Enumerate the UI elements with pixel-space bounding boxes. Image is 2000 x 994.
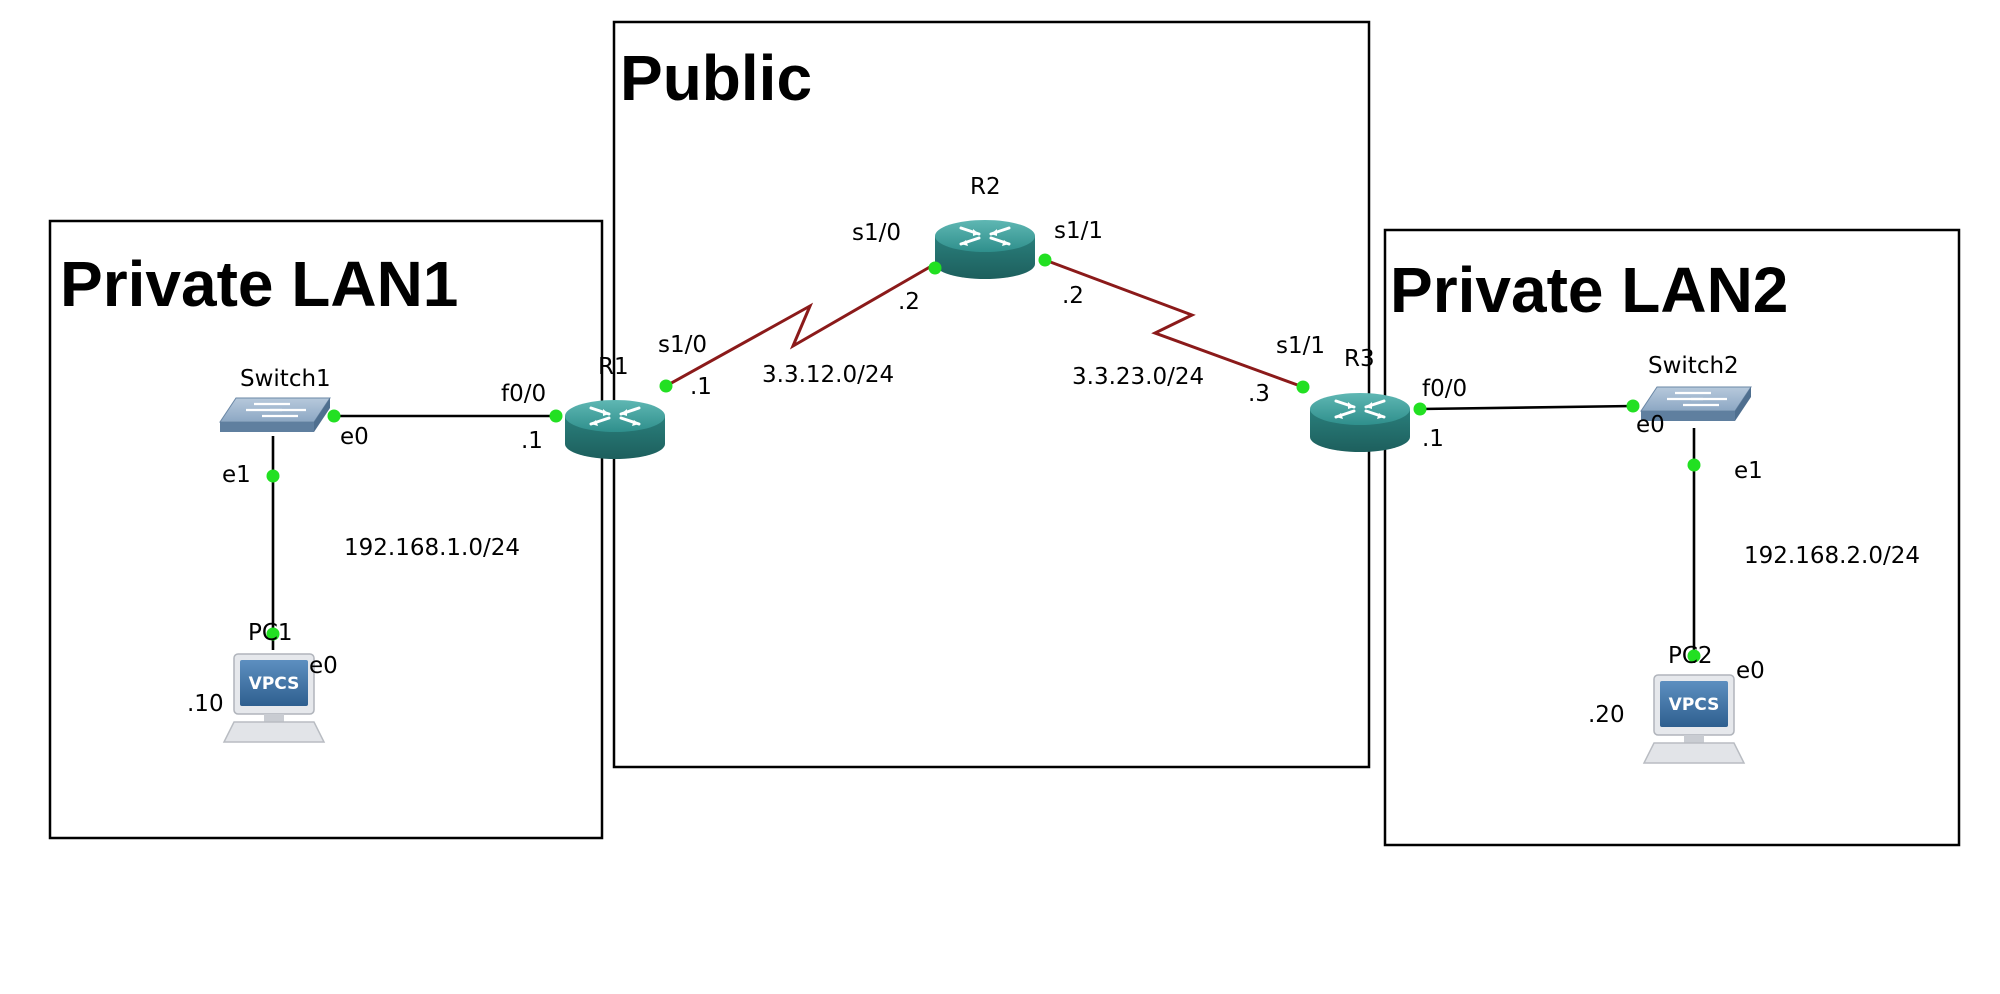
router-r3-icon[interactable] — [1308, 391, 1412, 454]
port-led-r2-s10 — [928, 261, 942, 275]
iface-sw2-e1: e1 — [1734, 458, 1763, 484]
link-r3-switch2[interactable] — [1419, 404, 1634, 411]
port-led-sw1-e0 — [327, 409, 341, 423]
label-pc1: PC1 — [248, 620, 293, 646]
addr-r2-s11: .2 — [1062, 283, 1084, 309]
label-switch1: Switch1 — [240, 366, 331, 392]
iface-pc2-e0: e0 — [1736, 658, 1765, 684]
port-led-r3-s11 — [1296, 380, 1310, 394]
port-indicators — [266, 253, 1701, 663]
addr-r2-s10: .2 — [898, 289, 920, 315]
zone-title-lan2: Private LAN2 — [1390, 254, 1788, 326]
iface-r1-f00: f0/0 — [501, 381, 546, 407]
net-r2-r3: 3.3.23.0/24 — [1072, 364, 1204, 390]
iface-sw1-e0: e0 — [340, 424, 369, 450]
zone-title-public: Public — [620, 42, 812, 114]
iface-r3-s11: s1/1 — [1276, 333, 1325, 359]
port-led-r1-s10 — [659, 379, 673, 393]
net-lan1: 192.168.1.0/24 — [344, 535, 520, 561]
iface-sw2-e0: e0 — [1636, 412, 1665, 438]
label-r2: R2 — [970, 174, 1001, 200]
port-led-sw2-e0 — [1626, 399, 1640, 413]
iface-r2-s10: s1/0 — [852, 220, 901, 246]
pc2-icon[interactable]: VPCS — [1643, 674, 1745, 764]
port-led-pc1-e0 — [266, 627, 280, 641]
iface-sw1-e1: e1 — [222, 462, 251, 488]
net-lan2: 192.168.2.0/24 — [1744, 543, 1920, 569]
addr-r1-f00: .1 — [521, 428, 543, 454]
addr-r1-s10: .1 — [690, 374, 712, 400]
router-r1-icon[interactable] — [563, 398, 667, 461]
router-r2-icon[interactable] — [933, 218, 1037, 281]
switch1-icon[interactable] — [218, 396, 332, 434]
iface-r3-f00: f0/0 — [1422, 376, 1467, 402]
pc2-badge: VPCS — [1669, 695, 1720, 715]
port-led-sw1-e1 — [266, 469, 280, 483]
iface-r1-s10: s1/0 — [658, 332, 707, 358]
iface-pc1-e0: e0 — [309, 653, 338, 679]
port-led-r1-f00 — [549, 409, 563, 423]
label-switch2: Switch2 — [1648, 353, 1739, 379]
zone-private-lan1 — [48, 219, 604, 840]
link-r1-r2-serial[interactable] — [665, 262, 936, 388]
label-r1: R1 — [598, 354, 629, 380]
net-r1-r2: 3.3.12.0/24 — [762, 362, 894, 388]
addr-pc1: .10 — [187, 691, 224, 717]
link-r2-r3-serial[interactable] — [1044, 258, 1304, 389]
pc1-badge: VPCS — [249, 674, 300, 694]
port-led-pc2-e0 — [1687, 649, 1701, 663]
pc1-icon[interactable]: VPCS — [223, 653, 325, 743]
addr-r3-s11: .3 — [1248, 381, 1270, 407]
port-led-r3-f00 — [1413, 402, 1427, 416]
addr-pc2: .20 — [1588, 702, 1625, 728]
label-pc2: PC2 — [1668, 643, 1713, 669]
port-led-sw2-e1 — [1687, 458, 1701, 472]
zone-title-lan1: Private LAN1 — [60, 248, 458, 320]
port-led-r2-s11 — [1038, 253, 1052, 267]
iface-r2-s11: s1/1 — [1054, 218, 1103, 244]
label-r3: R3 — [1344, 346, 1375, 372]
addr-r3-f00: .1 — [1422, 426, 1444, 452]
zone-private-lan2 — [1383, 228, 1961, 847]
